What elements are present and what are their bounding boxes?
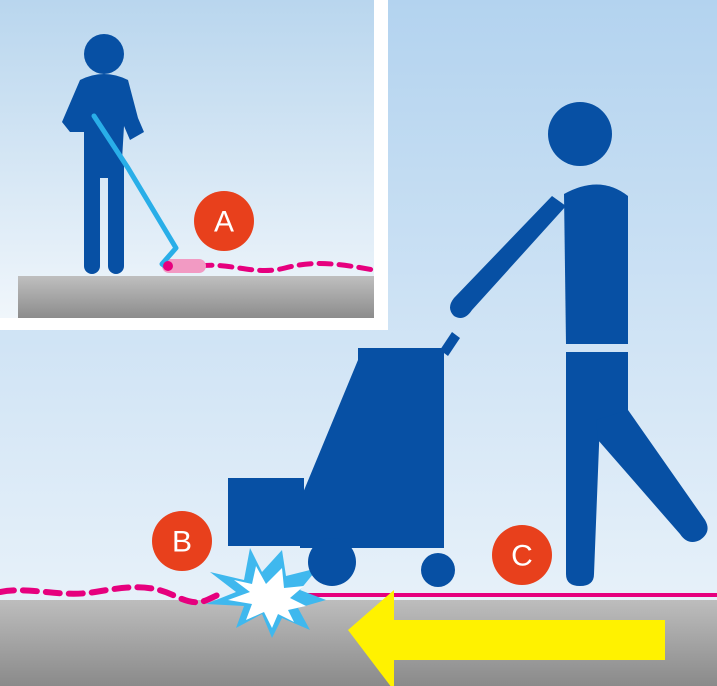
label-a-badge: A (194, 191, 254, 251)
label-c-badge: C (492, 525, 552, 585)
label-a-text: A (214, 206, 234, 239)
label-b-text: B (172, 526, 192, 559)
label-b-badge: B (152, 511, 212, 571)
inset-panel: A (0, 0, 388, 330)
inset-floor (18, 276, 374, 318)
label-c-text: C (511, 540, 533, 573)
